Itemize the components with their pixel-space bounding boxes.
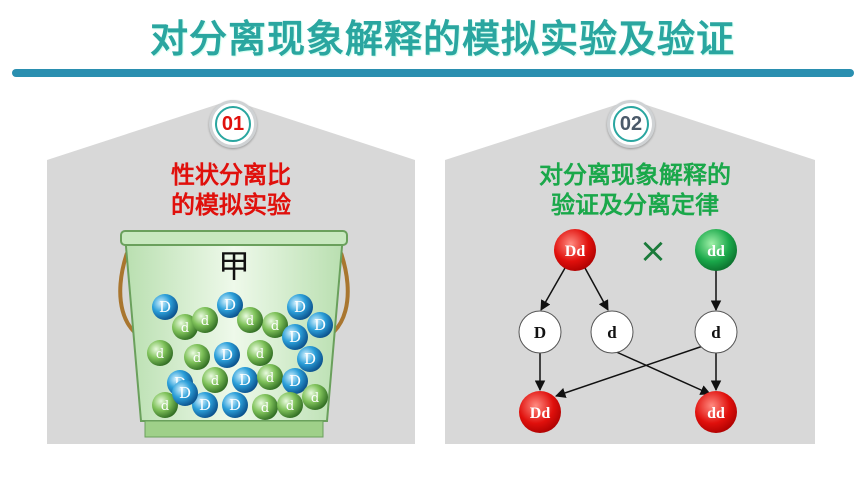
ball-label: D — [224, 296, 236, 314]
offspring-node — [519, 391, 561, 433]
ball-recessive — [247, 340, 273, 366]
ball-recessive — [147, 340, 173, 366]
ball-dominant — [222, 392, 248, 418]
ball-dominant — [307, 312, 333, 338]
ball-label: d — [311, 391, 319, 406]
parent-dd-node — [554, 229, 596, 271]
panel-2-badge: 02 — [607, 100, 655, 148]
bucket-illustration: 甲 DDddDddDdDdDdDDdDdDdDDddDd — [118, 230, 350, 438]
ball-dominant — [297, 346, 323, 372]
gamete-node — [694, 310, 738, 354]
ball-label: D — [199, 396, 211, 414]
gamete-3-label: d — [711, 323, 721, 342]
gamete-node — [518, 310, 562, 354]
ball-label: D — [229, 396, 241, 414]
panel-2-heading-line1: 对分离现象解释的 — [539, 161, 731, 189]
panel-1-heading-line2: 的模拟实验 — [171, 191, 291, 219]
panel-1-badge: 01 — [209, 100, 257, 148]
ball-dominant — [214, 342, 240, 368]
gamete-1-label: D — [534, 323, 546, 342]
ball-label: d — [211, 374, 219, 389]
ball-label: d — [201, 314, 209, 329]
ball-label: d — [261, 401, 269, 416]
ball-recessive — [184, 344, 210, 370]
ball-label: d — [271, 319, 279, 334]
ball-recessive — [172, 314, 198, 340]
badge-number: 02 — [613, 106, 649, 142]
ball-label: D — [289, 328, 301, 346]
ball-recessive — [277, 392, 303, 418]
ball-dominant — [287, 294, 313, 320]
ball-dominant — [172, 380, 198, 406]
ball-label: d — [286, 399, 294, 414]
badge-number: 01 — [215, 106, 251, 142]
ball-recessive — [262, 312, 288, 338]
arrow — [555, 344, 707, 398]
ball-label: D — [314, 316, 326, 334]
gamete-2-label: d — [607, 323, 617, 342]
ball-label: d — [156, 347, 164, 362]
arrow — [584, 267, 609, 311]
gamete-node — [590, 310, 634, 354]
ball-label: d — [181, 321, 189, 336]
offspring-1-label: Dd — [530, 405, 551, 422]
arrow — [611, 349, 711, 395]
ball-recessive — [202, 367, 228, 393]
ball-dominant — [192, 392, 218, 418]
ball-recessive — [152, 392, 178, 418]
ball-label: D — [289, 372, 301, 390]
ball-label: d — [266, 371, 274, 386]
parent-dd-node-green — [695, 229, 737, 271]
panel-2-heading-line2: 验证及分离定律 — [551, 191, 719, 219]
panel-2-heading: 对分离现象解释的 验证及分离定律 — [520, 160, 750, 220]
ball-label: D — [179, 384, 191, 402]
ball-label: D — [294, 298, 306, 316]
panel-1-heading: 性状分离比 的模拟实验 — [131, 160, 331, 220]
ball-label: D — [239, 371, 251, 389]
page-title: 对分离现象解释的模拟实验及验证 — [150, 17, 736, 61]
ball-label: D — [304, 350, 316, 368]
parent-1-label: Dd — [565, 243, 586, 260]
offspring-2-label: dd — [707, 405, 725, 422]
offspring-node — [695, 391, 737, 433]
ball-label: d — [161, 399, 169, 414]
ball-label: d — [246, 314, 254, 329]
arrow — [540, 267, 566, 311]
panel-1-heading-line1: 性状分离比 — [171, 161, 291, 189]
ball-dominant — [282, 368, 308, 394]
ball-dominant — [232, 367, 258, 393]
ball-dominant — [152, 294, 178, 320]
ball-label: D — [221, 346, 233, 364]
cross-symbol: × — [639, 231, 668, 271]
ball-recessive — [252, 394, 278, 420]
ball-label: D — [159, 298, 171, 316]
ball-dominant — [282, 324, 308, 350]
ball-label: d — [256, 347, 264, 362]
parent-2-label: dd — [707, 243, 725, 260]
title-underline — [12, 69, 854, 77]
ball-dominant — [217, 292, 243, 318]
ball-recessive — [257, 364, 283, 390]
ball-recessive — [302, 384, 328, 410]
ball-recessive — [237, 307, 263, 333]
bucket-label: 甲 — [218, 247, 250, 285]
ball-label: d — [193, 351, 201, 366]
ball-recessive — [192, 307, 218, 333]
